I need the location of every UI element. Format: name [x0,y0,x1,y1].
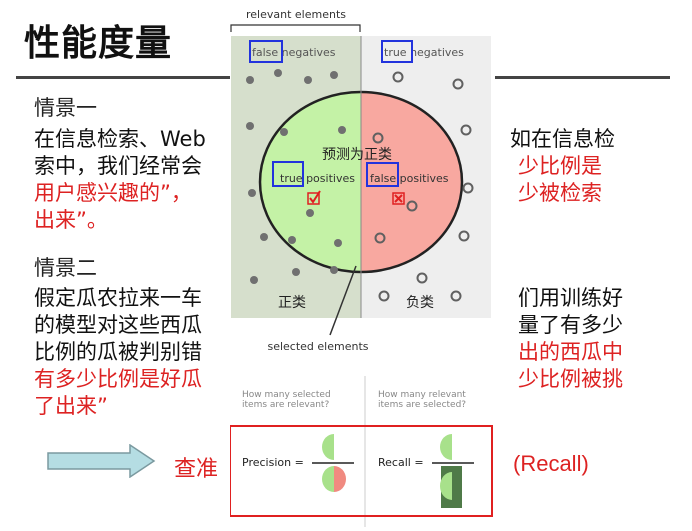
precision-numerator [322,434,334,460]
scene1-line2-left: 索中，我们经常会 [34,154,202,178]
recall-question-line1: How many relevant [378,390,466,400]
relevant-elements-label: relevant elements [246,8,346,21]
true-positives-highlight [272,161,304,187]
recall-question-line2: items are selected? [378,400,466,410]
true-positives-label: true positives [280,172,355,185]
scene1-heading: 情景一 [34,96,97,120]
scene2-line5: 了出来” [34,394,108,418]
precision-denominator-right [334,466,346,492]
scene2-line3-left: 比例的瓜被判别错 [34,340,202,364]
right-arrow-icon [47,444,156,478]
scene2-line2-right: 量了有多少 [518,313,623,337]
formula-box [229,425,493,517]
selected-elements-label: selected elements [267,340,368,353]
irrelevant-dots [372,71,474,302]
diagram-svg: relevant elements false negatives true n… [229,8,493,527]
true-positive-half [260,92,361,272]
false-positives-highlight [366,162,399,187]
false-positive-half [361,92,462,272]
precision-denominator-left [322,466,334,492]
scene2-line3-right: 出的西瓜中 [518,340,623,364]
false-positives-label: false positives [370,172,449,185]
selected-pointer [329,265,357,336]
recall-label: (Recall) [513,451,589,476]
recall-denominator-half [440,472,452,500]
scene1-line2-right: 少比例是 [518,154,602,178]
scene2-heading: 情景二 [34,256,97,280]
bottom-left-label: 查准 [174,457,219,482]
precision-question-line1: How many selected [242,390,331,400]
relevant-dots [246,69,346,284]
scene2-line4-left: 有多少比例是好瓜 [34,367,202,391]
true-negatives-label: true negatives [384,46,464,59]
scene1-line1-left: 在信息检索、Web [34,127,206,151]
scene2-line2-left: 的模型对这些西瓜 [34,313,202,337]
relevant-bracket [230,24,361,32]
scene1-line3-left: 用户感兴趣的”， [34,181,192,205]
check-icon [307,192,320,205]
false-negatives-label: false negatives [252,46,336,59]
scene2-line4-right: 少比例被挑 [518,367,623,391]
scene2-line1-right: 们用训练好 [518,286,623,310]
scene1-line3-right: 少被检索 [518,181,602,205]
slide-title: 性能度量 [24,23,173,64]
scene1-line1-right: 如在信息检 [510,127,615,151]
precision-question-line2: items are relevant? [242,400,329,410]
predicted-positive-label: 预测为正类 [322,147,392,163]
false-negatives-highlight [249,40,283,63]
negative-class-label: 负类 [406,295,434,311]
cross-icon [392,192,405,205]
recall-formula-label: Recall = [378,456,424,469]
positive-class-label: 正类 [278,295,306,311]
scene1-line4: 出来”。 [34,208,108,232]
precision-formula-label: Precision = [242,456,304,469]
true-negatives-highlight [381,40,413,63]
precision-recall-diagram: relevant elements false negatives true n… [229,0,495,527]
scene2-line1-left: 假定瓜农拉来一车 [34,286,202,310]
recall-numerator [440,434,452,460]
